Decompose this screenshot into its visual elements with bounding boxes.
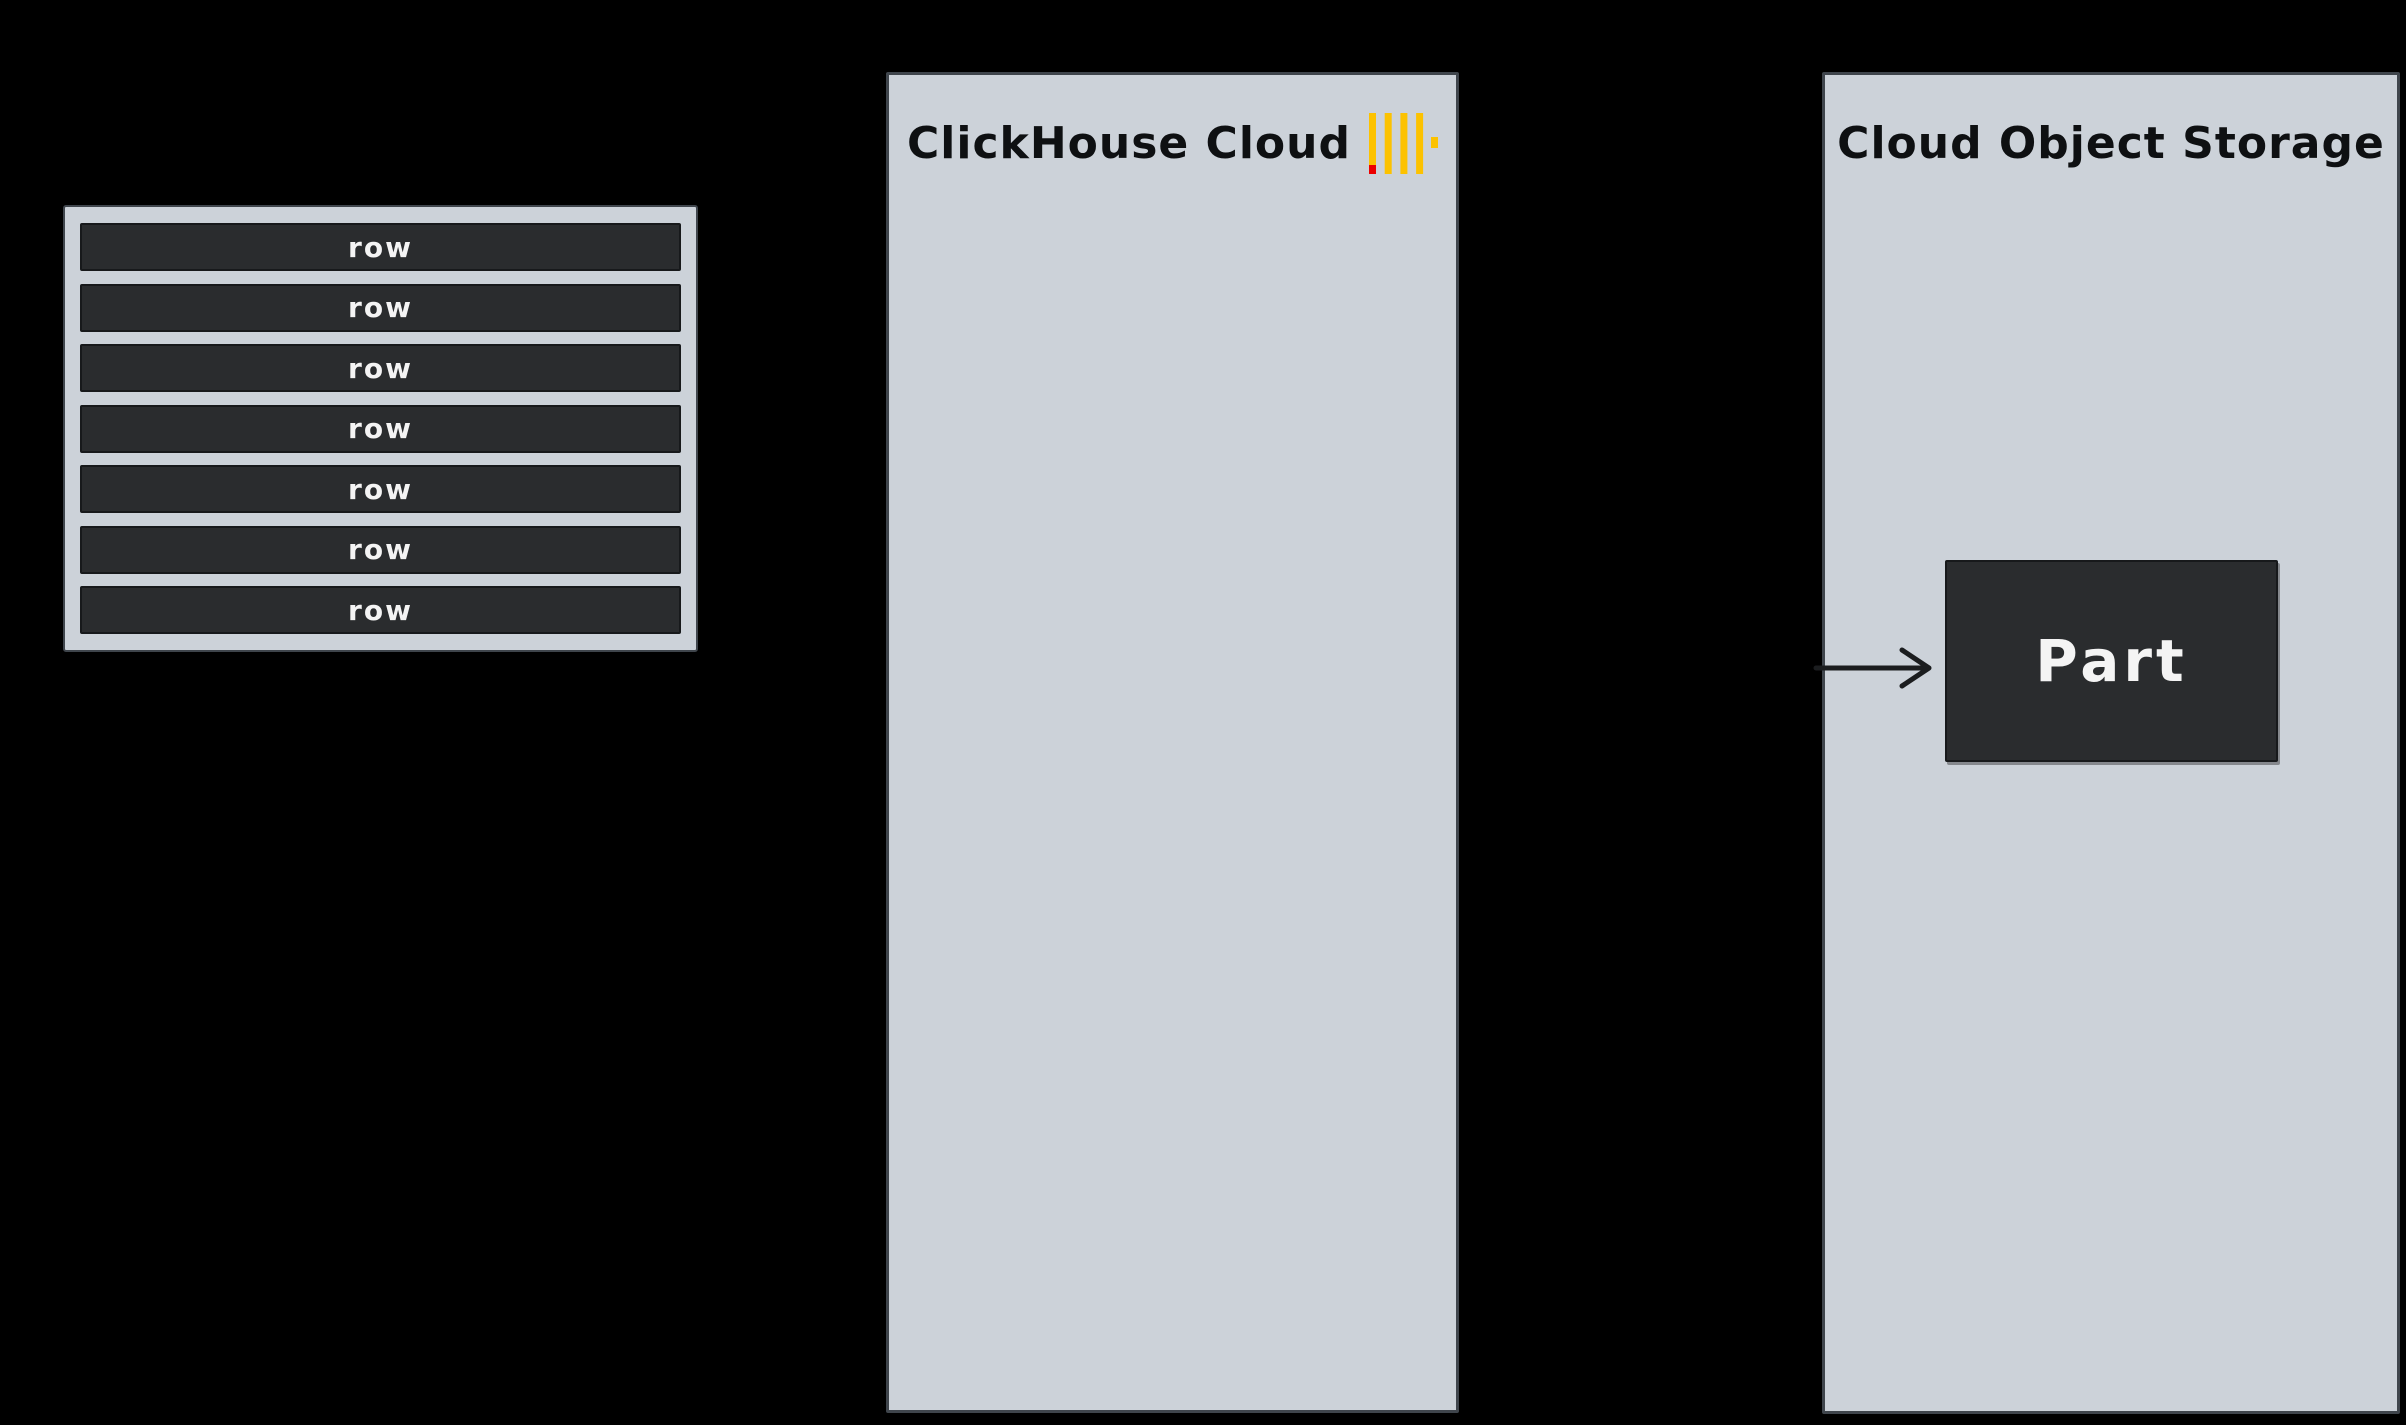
table-row: row [80, 283, 681, 332]
row-label: row [348, 230, 413, 264]
clickhouse-logo-icon [1368, 112, 1438, 174]
part-box: Part [1945, 560, 2278, 762]
clickhouse-panel-title: ClickHouse Cloud [907, 117, 1351, 169]
storage-panel-header: Cloud Object Storage [1825, 111, 2397, 175]
row-label: row [348, 533, 413, 566]
storage-panel: Cloud Object Storage Part [1822, 72, 2400, 1414]
row-label: row [348, 351, 413, 385]
row-label: row [348, 593, 413, 627]
part-arrow-icon [1813, 647, 1932, 689]
storage-panel-title: Cloud Object Storage [1837, 117, 2385, 169]
clickhouse-panel-header: ClickHouse Cloud [889, 111, 1456, 175]
clickhouse-panel: ClickHouse Cloud [886, 72, 1459, 1413]
row-label: row [348, 291, 413, 324]
table-row: row [80, 223, 681, 271]
rows-table: row row row row row row row [63, 205, 698, 652]
part-label: Part [2035, 627, 2188, 695]
row-label: row [348, 412, 413, 445]
table-row: row [80, 586, 681, 634]
table-row: row [80, 525, 681, 574]
table-row: row [80, 344, 681, 392]
row-label: row [348, 472, 413, 506]
table-row: row [80, 404, 681, 453]
table-row: row [80, 465, 681, 513]
